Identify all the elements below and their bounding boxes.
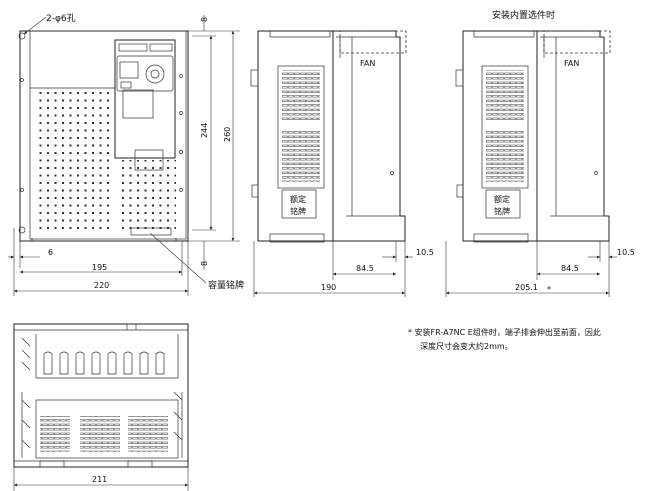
mount-hole-top	[18, 32, 26, 40]
mount-hole-bottom	[18, 226, 26, 234]
bottom-width-dim: 211	[13, 467, 189, 491]
dim-211: 211	[92, 475, 107, 484]
vent-grid	[36, 92, 112, 230]
dim-clearance-top: 8	[200, 17, 209, 22]
side-dims-right: 84.5 10.5 205.1 *	[445, 241, 635, 297]
svg-text:铭牌: 铭牌	[290, 206, 306, 216]
bottom-view	[13, 323, 189, 468]
asterisk-mark: *	[547, 285, 551, 294]
bottom-outline	[13, 323, 189, 468]
footnote-line-2: 深度尺寸会变大约2mm。	[420, 341, 513, 351]
capacity-plate-label: 容量铭牌	[208, 279, 244, 291]
dim-220: 220	[94, 281, 109, 290]
hole-note: 2-φ6孔	[46, 13, 76, 24]
svg-text:铭牌: 铭牌	[494, 206, 510, 216]
front-inner-frame	[29, 30, 187, 240]
capacity-plate	[130, 227, 172, 236]
rating-plate-left	[281, 189, 317, 219]
dim-205-1: 205.1	[515, 283, 538, 292]
dim-10-5-left: 10.5	[416, 248, 434, 257]
upper-fins	[21, 334, 179, 379]
side-connector	[250, 69, 259, 87]
dim-84-5-right: 84.5	[561, 264, 579, 273]
front-height-dims: 244 260 8 8	[188, 15, 240, 270]
operation-panel	[114, 39, 176, 159]
fan-label-right: FAN	[564, 59, 579, 68]
dim-6: 6	[48, 248, 53, 257]
footnote-line-1: * 安装FR-A7NC E组件时，端子排会伸出至前面，因此	[408, 327, 601, 337]
dim-244: 244	[200, 123, 209, 138]
dim-195: 195	[92, 263, 107, 272]
svg-text:额定: 额定	[494, 194, 510, 204]
option-title: 安装内置选件时	[492, 9, 555, 21]
setting-dial-icon	[145, 64, 165, 84]
side-view-option: 额定 铭牌 FAN	[455, 30, 611, 243]
side-view-standard: 额定 铭牌 FAN	[250, 30, 407, 243]
fan-label-left: FAN	[360, 59, 375, 68]
dim-84-5-left: 84.5	[356, 264, 374, 273]
side-dims-left: 84.5 10.5 190	[253, 241, 434, 297]
svg-text:额定: 额定	[290, 194, 306, 204]
side-heatsink	[333, 30, 406, 242]
dim-10-5-right: 10.5	[617, 248, 635, 257]
front-width-dims: 6 195 220	[8, 228, 189, 296]
rating-plate-right	[485, 189, 521, 219]
option-outline	[339, 30, 407, 54]
dim-190: 190	[321, 283, 336, 292]
front-view	[18, 30, 189, 242]
dim-260: 260	[223, 127, 232, 142]
dim-clearance-bottom: 8	[200, 261, 209, 266]
